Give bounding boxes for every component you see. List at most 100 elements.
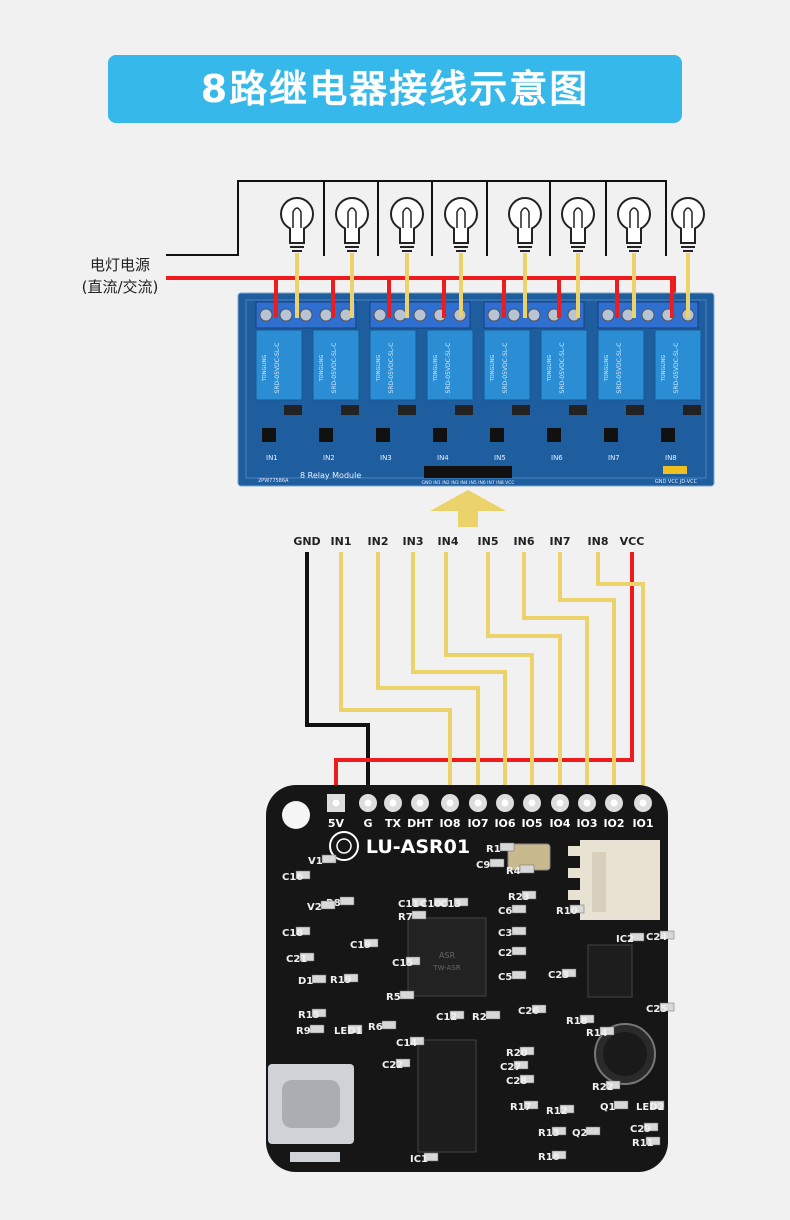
component-label-c25: C25 [646, 1004, 667, 1015]
component-label-c11: C11 [398, 899, 419, 910]
asr-pin-label-io4: IO4 [549, 817, 570, 830]
relay-brand-6: TONGLING [547, 355, 553, 383]
component-c9: C9 [476, 858, 505, 871]
asr-pin-io6: IO6 [494, 794, 516, 830]
component-label-r9: R9 [296, 1026, 311, 1037]
lamp-8 [671, 197, 705, 252]
asr-pin-label-io5: IO5 [521, 817, 542, 830]
component-r10: R10 [556, 904, 585, 917]
relay-module-name: 8 Relay Module [300, 471, 361, 480]
component-q2: Q2 [572, 1126, 601, 1139]
in4-wire [444, 552, 534, 802]
relay-5: SRD-05VDC-SL-C TONGLING IN5 [483, 301, 585, 462]
component-label-c26: C26 [518, 1006, 539, 1017]
component-label-r23: R23 [508, 892, 530, 903]
asr-pin-dht: DHT [407, 794, 433, 830]
pin-label-in8: IN8 [588, 535, 609, 548]
asr-pin-io2: IO2 [603, 794, 625, 830]
component-label-led2: LED2 [636, 1102, 665, 1113]
component-r20: R20 [506, 1046, 535, 1059]
component-label-r12: R12 [546, 1106, 568, 1117]
relay-brand-5: TONGLING [490, 355, 496, 383]
component-label-r6: R6 [368, 1022, 383, 1033]
component-label-c29: C29 [630, 1124, 651, 1135]
component-label-q2: Q2 [572, 1128, 588, 1139]
component-c2: C2 [498, 946, 527, 959]
component-r22: R22 [592, 1080, 621, 1093]
component-c25: C25 [646, 1002, 675, 1015]
pin-label-in4: IN4 [438, 535, 459, 548]
control-wires [305, 552, 645, 802]
component-label-c28: C28 [506, 1076, 527, 1087]
component-label-v1: V1 [308, 856, 323, 867]
pin-label-gnd: GND [293, 535, 320, 548]
component-c28: C28 [506, 1074, 535, 1087]
component-label-c14: C14 [396, 1038, 417, 1049]
pin-label-in5: IN5 [478, 535, 499, 548]
component-r4: R4 [506, 864, 535, 877]
component-label-q1: Q1 [600, 1102, 616, 1113]
component-led1: LED1 [334, 1024, 363, 1037]
relay-channel-2: IN2 [323, 454, 335, 462]
in6-wire [522, 552, 589, 802]
jst-connector [568, 840, 660, 920]
component-label-r5: R5 [386, 992, 401, 1003]
pin-label-in2: IN2 [368, 535, 389, 548]
component-label-d1: D1 [298, 976, 313, 987]
component-label-c3: C3 [498, 928, 512, 939]
component-c18: C18 [282, 926, 311, 939]
component-label-c5: C5 [498, 972, 512, 983]
component-label-c15: C15 [392, 958, 413, 969]
relay-channel-5: IN5 [494, 454, 506, 462]
relay-channel-4: IN4 [437, 454, 449, 462]
component-label-r7: R7 [398, 912, 413, 923]
power-label-line1: 电灯电源 [90, 256, 150, 274]
in7-wire [558, 552, 616, 802]
asr-main-chip: ASR TW-ASR [407, 917, 487, 997]
relay-channel-3: IN3 [380, 454, 392, 462]
relay-brand-1: TONGLING [262, 355, 268, 383]
asr-pin-tx: TX [384, 794, 402, 830]
relay-brand-7: TONGLING [604, 355, 610, 383]
component-r18: R18 [566, 1014, 595, 1027]
component-label-c6: C6 [498, 906, 512, 917]
component-c5: C5 [498, 970, 527, 983]
pin-label-vcc: VCC [620, 535, 645, 548]
relay-brand-3: TONGLING [376, 355, 382, 383]
vcc-wire [334, 552, 634, 802]
chip-text-2: TW-ASR [432, 964, 461, 972]
component-label-r20: R20 [506, 1048, 528, 1059]
relay-header-label: GND IN1 IN2 IN3 IN4 IN5 IN6 IN7 IN8 VCC [421, 480, 514, 486]
lamp-2 [335, 197, 369, 252]
asr-pin-io4: IO4 [549, 794, 571, 830]
relay-label-5: SRD-05VDC-SL-C [502, 343, 509, 394]
chip-text-1: ASR [439, 951, 456, 960]
relay-label-7: SRD-05VDC-SL-C [616, 343, 623, 394]
asr-pin-label-g: G [363, 817, 372, 830]
lamp-3 [390, 197, 424, 252]
relay-label-3: SRD-05VDC-SL-C [388, 343, 395, 394]
component-v2: V2 [307, 900, 336, 913]
component-label-r19: R19 [330, 975, 352, 986]
in8-wire [596, 552, 645, 802]
relay-label-8: SRD-05VDC-SL-C [673, 343, 680, 394]
component-c11: C11 [398, 897, 427, 910]
asr-pin-io3: IO3 [576, 794, 598, 830]
component-label-r4: R4 [506, 866, 521, 877]
power-label-line2: (直流/交流) [82, 278, 159, 296]
asr-pin-label-io3: IO3 [576, 817, 597, 830]
in2-wire [376, 552, 480, 802]
up-arrow [430, 490, 506, 527]
component-label-r22: R22 [592, 1082, 614, 1093]
asr-logo [329, 831, 359, 861]
component-r7: R7 [398, 910, 427, 923]
component-label-c27: C27 [500, 1062, 521, 1073]
component-c6: C6 [498, 904, 527, 917]
lamp-4 [444, 197, 478, 252]
